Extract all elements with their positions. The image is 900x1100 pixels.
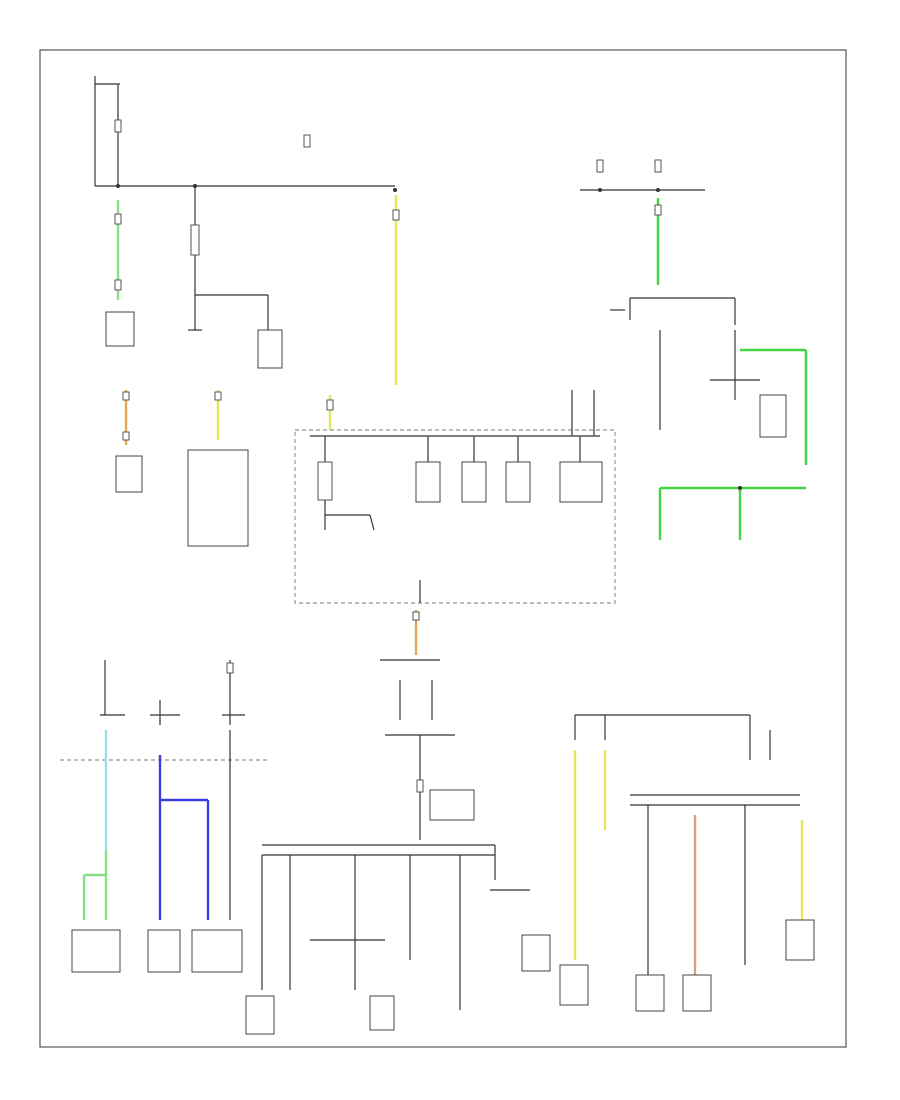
- center-junction-box: [294, 390, 616, 604]
- center-yellow-wire: [326, 195, 400, 430]
- bottom-center-distribution: [245, 844, 551, 1035]
- top-power-bus: [94, 76, 705, 192]
- center-orange-wire: [380, 610, 475, 840]
- top-fuse-symbols: [114, 119, 662, 173]
- right-relay-network: [610, 198, 808, 540]
- left-branch-green: [105, 200, 143, 493]
- bottom-right-section: [559, 714, 815, 1012]
- second-branch: [187, 186, 283, 547]
- left-lower-section: [60, 660, 270, 973]
- diagram-frame: [39, 49, 847, 1048]
